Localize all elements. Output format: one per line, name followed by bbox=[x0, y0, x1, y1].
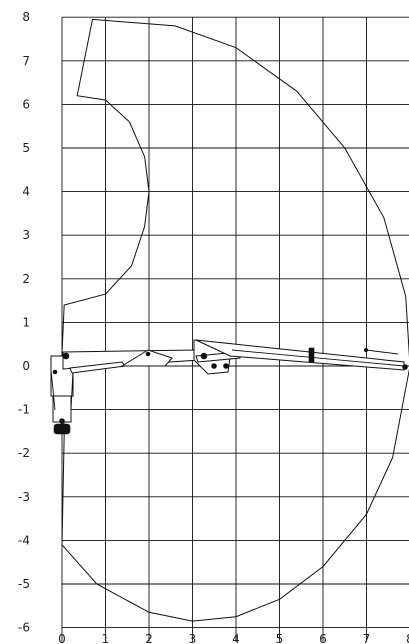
crane-foot bbox=[53, 423, 71, 435]
y-tick-label: 6 bbox=[22, 97, 30, 111]
crane-outrigger-left bbox=[50, 369, 56, 411]
crane-base bbox=[52, 395, 72, 423]
y-tick-label: -4 bbox=[18, 533, 30, 547]
x-tick-label: 8 bbox=[406, 632, 409, 644]
y-tick-label: 8 bbox=[22, 10, 30, 24]
y-axis-tick-labels: 8 7 6 5 4 3 2 1 0 -1 -2 -3 -4 -5 -6 bbox=[18, 10, 30, 634]
y-tick-label: 3 bbox=[22, 228, 30, 242]
x-axis-tick-labels: 0 1 2 3 4 5 6 7 8 bbox=[58, 632, 409, 644]
x-tick-label: 3 bbox=[189, 632, 197, 644]
reach-envelope-outline bbox=[61, 18, 409, 622]
crane-base-pin bbox=[59, 418, 65, 424]
crane-boom-pin bbox=[62, 352, 70, 360]
x-tick-label: 5 bbox=[276, 632, 284, 644]
x-tick-label: 7 bbox=[363, 632, 371, 644]
y-tick-label: 7 bbox=[22, 54, 30, 68]
crane-tip-hook-line bbox=[365, 349, 399, 355]
crane-knuckle-pin-3 bbox=[223, 363, 229, 369]
crane-tip-hook bbox=[363, 347, 369, 353]
y-tick-label: -3 bbox=[18, 490, 30, 504]
crane-boom-bracket bbox=[120, 349, 173, 367]
y-tick-label: -5 bbox=[18, 577, 30, 591]
crane-outrigger-right bbox=[70, 369, 74, 411]
y-tick-label: 0 bbox=[22, 359, 30, 373]
crane-knuckle-pin-2 bbox=[211, 363, 217, 369]
y-tick-label: 2 bbox=[22, 272, 30, 286]
x-tick-label: 1 bbox=[102, 632, 110, 644]
y-tick-label: 4 bbox=[22, 185, 30, 199]
crane-column-pin bbox=[52, 369, 58, 375]
crane-extension-line bbox=[231, 349, 405, 367]
x-tick-label: 2 bbox=[145, 632, 153, 644]
crane-knuckle-pin-1 bbox=[200, 352, 208, 360]
crane-extension-clamp bbox=[308, 347, 315, 363]
y-tick-label: -1 bbox=[18, 403, 30, 417]
x-tick-label: 6 bbox=[319, 632, 327, 644]
x-tick-label: 4 bbox=[232, 632, 240, 644]
crane-tip-pin bbox=[402, 364, 408, 370]
x-tick-label: 0 bbox=[58, 632, 66, 644]
crane-drawing bbox=[50, 339, 408, 435]
y-tick-label: -2 bbox=[18, 446, 30, 460]
y-tick-label: 5 bbox=[22, 141, 30, 155]
crane-bracket-pin bbox=[145, 351, 151, 357]
y-tick-label: 1 bbox=[22, 315, 30, 329]
crane-outer-boom bbox=[195, 339, 405, 371]
y-tick-label: -6 bbox=[18, 621, 30, 635]
grid-lines bbox=[61, 16, 409, 642]
